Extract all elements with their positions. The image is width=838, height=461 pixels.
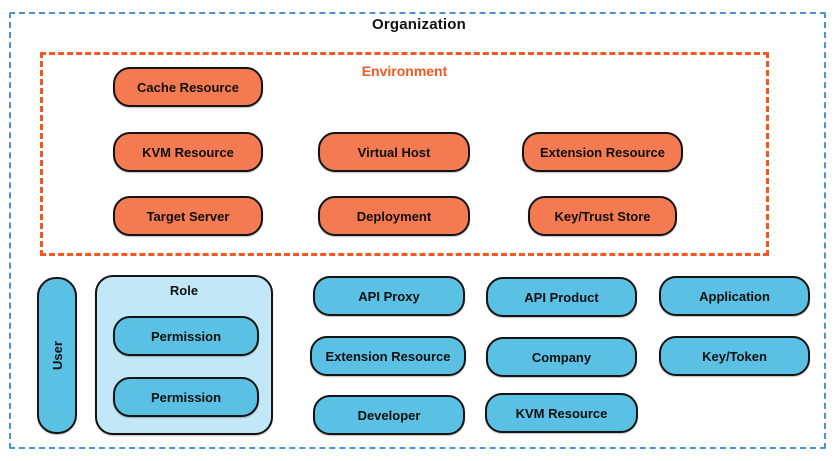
org-pill-api-proxy: API Proxy	[313, 276, 465, 316]
env-pill-kvm-resource: KVM Resource	[113, 132, 263, 172]
role-pill-permission-1: Permission	[113, 316, 259, 356]
organization-label: Organization	[371, 16, 467, 33]
org-pill-application: Application	[659, 276, 810, 316]
user-label: User	[49, 341, 65, 370]
org-pill-user: User	[37, 277, 77, 434]
env-pill-extension-resource: Extension Resource	[522, 132, 683, 172]
environment-boundary	[40, 52, 769, 256]
env-pill-key-trust-store: Key/Trust Store	[528, 196, 677, 236]
env-pill-virtual-host: Virtual Host	[318, 132, 470, 172]
env-pill-cache-resource: Cache Resource	[113, 67, 263, 107]
org-pill-company: Company	[486, 337, 637, 377]
environment-label: Environment	[361, 63, 448, 79]
role-pill-permission-2: Permission	[113, 377, 259, 417]
role-label: Role	[169, 283, 199, 298]
env-pill-target-server: Target Server	[113, 196, 263, 236]
org-pill-key-token: Key/Token	[659, 336, 810, 376]
org-pill-extension-resource: Extension Resource	[310, 336, 466, 376]
env-pill-deployment: Deployment	[318, 196, 470, 236]
org-pill-developer: Developer	[313, 395, 465, 435]
org-pill-kvm-resource: KVM Resource	[485, 393, 638, 433]
org-pill-api-product: API Product	[486, 277, 637, 317]
organization-boundary	[9, 12, 826, 449]
